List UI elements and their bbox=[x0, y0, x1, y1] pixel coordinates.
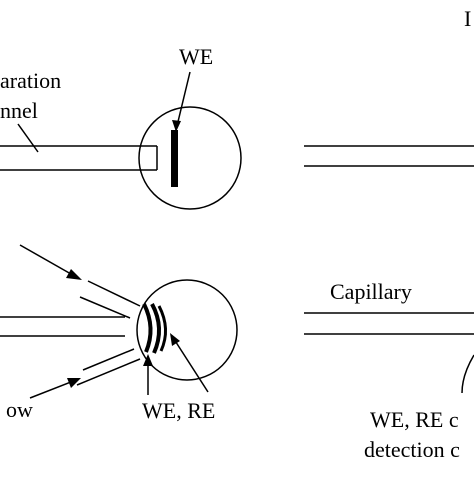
we-re-leader-diagonal-head bbox=[170, 333, 180, 346]
we-label-leader-top bbox=[175, 71, 191, 131]
separation-channel-label-line2: nnel bbox=[0, 98, 38, 123]
flow-arrow-lower-head bbox=[67, 378, 81, 388]
curved-electrodes bbox=[142, 303, 167, 354]
top-right-label-fragment: I bbox=[464, 6, 471, 31]
flow-arrow-lower bbox=[29, 379, 77, 399]
we-re-right-label-line1: WE, RE c bbox=[370, 407, 459, 432]
working-electrode-top bbox=[171, 130, 178, 187]
separation-channel-label-line1: aration bbox=[0, 68, 61, 93]
flow-arrow-upper-head bbox=[66, 269, 82, 280]
detection-cell-bottom bbox=[136, 279, 238, 381]
we-label-top: WE bbox=[179, 44, 213, 69]
separation-channel-leader-line bbox=[17, 123, 39, 153]
we-re-label: WE, RE bbox=[142, 398, 215, 423]
capillary-top-right bbox=[304, 145, 474, 167]
capillary-label: Capillary bbox=[330, 279, 412, 304]
separation-channel bbox=[0, 145, 158, 171]
we-leader-arrowhead-top bbox=[172, 120, 181, 132]
flow-label: ow bbox=[6, 397, 33, 422]
we-re-leader-vertical-head bbox=[143, 354, 153, 366]
capillary-bottom-right bbox=[304, 312, 474, 335]
detection-cell-top bbox=[138, 106, 242, 210]
detection-right-label-line2: detection c bbox=[364, 437, 460, 462]
we-re-leader-diagonal bbox=[171, 335, 209, 393]
flow-arrow-upper bbox=[19, 244, 79, 279]
right-edge-leader bbox=[461, 354, 474, 394]
flow-channel-main bbox=[0, 316, 125, 337]
flow-channel-lower bbox=[76, 348, 141, 386]
flow-channel-upper bbox=[79, 280, 141, 319]
